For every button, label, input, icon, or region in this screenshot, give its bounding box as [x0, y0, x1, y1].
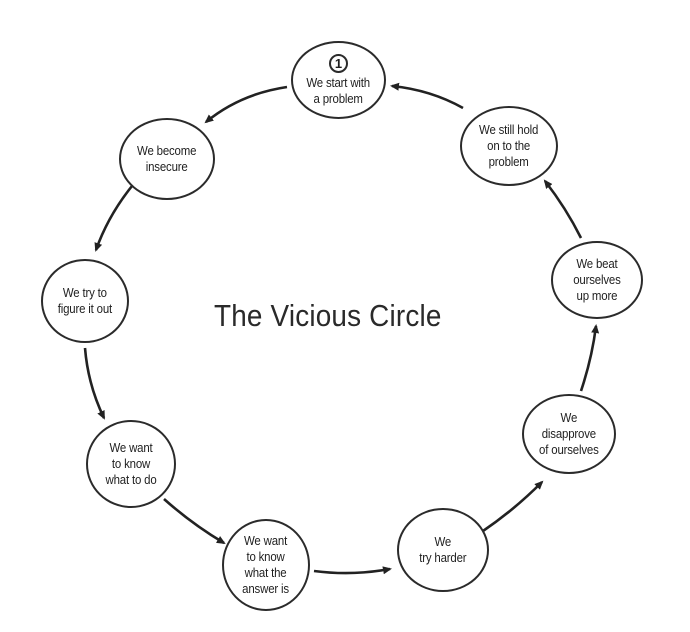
- arrow-what-to-do-to-answer: [163, 498, 226, 545]
- arrow-problem-to-insecure: [204, 85, 288, 124]
- step-label: We become insecure: [137, 143, 197, 174]
- step-start-problem: 1 We start with a problem: [291, 41, 386, 119]
- step-want-what-to-do: We want to know what to do: [86, 420, 176, 508]
- step-label: We beat ourselves up more: [573, 256, 621, 303]
- arrow-try-harder-to-disapprove: [482, 480, 544, 533]
- arrow-insecure-to-figure-out: [94, 185, 134, 252]
- step-figure-it-out: We try to figure it out: [41, 259, 129, 343]
- step-still-hold-problem: We still hold on to the problem: [460, 106, 558, 186]
- arrow-figure-out-to-what-to-do: [83, 347, 106, 420]
- step-label: We start with a problem: [306, 74, 371, 106]
- step-label: We try to figure it out: [57, 285, 113, 316]
- step-become-insecure: We become insecure: [119, 118, 215, 200]
- step-try-harder: We try harder: [397, 508, 489, 592]
- arrow-disapprove-to-beat-up: [579, 324, 600, 392]
- diagram-title: The Vicious Circle: [214, 298, 442, 333]
- arrow-beat-up-to-still-hold: [543, 179, 583, 239]
- step-label: We still hold on to the problem: [479, 122, 539, 169]
- step-label: We want to know what the answer is: [242, 533, 290, 596]
- step-want-answer: We want to know what the answer is: [222, 519, 310, 611]
- step-disapprove-ourselves: We disapprove of ourselves: [522, 394, 616, 474]
- step-label: We disapprove of ourselves: [539, 410, 599, 457]
- step-label: We want to know what to do: [105, 440, 157, 487]
- arrow-still-hold-to-problem: [390, 82, 464, 110]
- step-beat-ourselves-up: We beat ourselves up more: [551, 241, 643, 319]
- step-label: We try harder: [419, 534, 467, 565]
- arrow-answer-to-try-harder: [313, 566, 392, 575]
- step-number-badge: 1: [329, 53, 348, 73]
